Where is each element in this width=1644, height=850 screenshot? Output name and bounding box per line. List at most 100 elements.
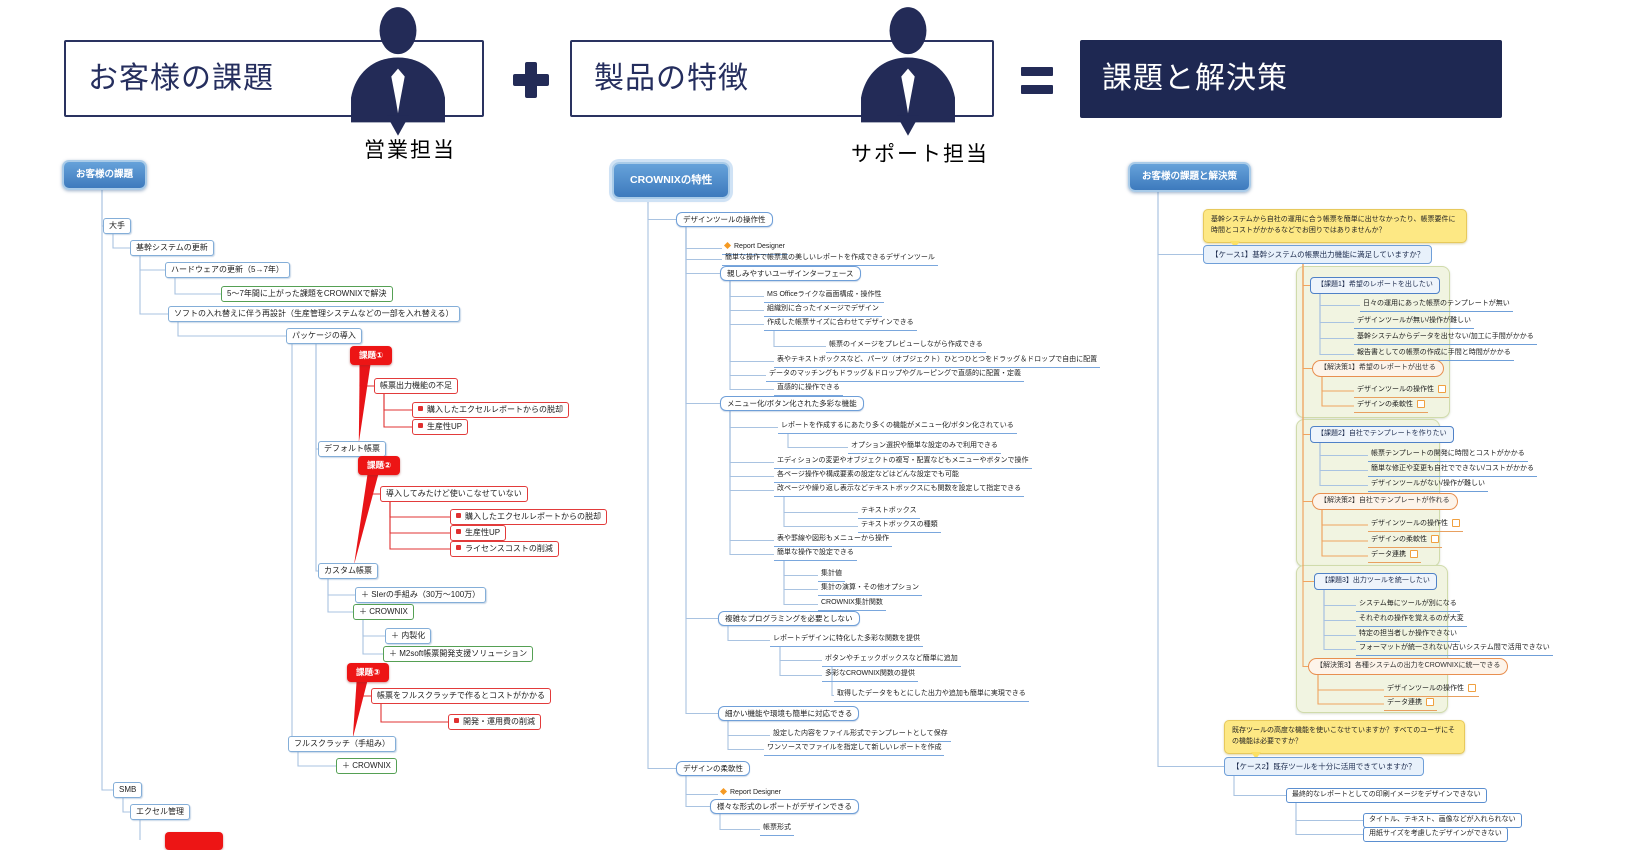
case-question-2[interactable]: 【ケース2】既存ツールを十分に活用できていますか？ (1224, 757, 1424, 777)
mindmap-node[interactable]: 開発・運用費の削減 (448, 714, 541, 730)
mindmap-node[interactable]: 導入してみたけど使いこなせていない (380, 486, 528, 502)
mindmap-node[interactable]: 購入したエクセルレポートからの脱却 (412, 402, 569, 418)
mindmap-node[interactable]: フォーマットが統一されない/古いシステム間で活用できない (1356, 643, 1553, 656)
mindmap-node[interactable]: 親しみやすいユーザインターフェース (720, 266, 861, 282)
note-callout[interactable]: 基幹システムから自社の運用に合う帳票を簡単に出せなかったり、帳票要件に時間とコス… (1203, 209, 1467, 248)
mindmap-node[interactable]: 帳票テンプレートの開発に時間とコストがかかる (1368, 449, 1528, 462)
mindmap-node[interactable]: ＋ CROWNIX (353, 604, 414, 620)
link-icon[interactable] (1426, 698, 1434, 706)
root-node[interactable]: CROWNIXの特性 (612, 162, 731, 200)
mindmap-node[interactable]: フルスクラッチ（手組み） (288, 736, 396, 752)
link-icon[interactable] (1431, 535, 1439, 543)
mindmap-node[interactable]: ＋ M2soft帳票開発支援ソリューション (383, 646, 534, 662)
link-icon[interactable] (1438, 385, 1446, 393)
mindmap-node[interactable]: ワンソースでファイルを指定して新しいレポートを作成 (764, 743, 945, 756)
issue-label-2[interactable]: 課題② (358, 456, 401, 475)
mindmap-node[interactable]: 設定した内容をファイル形式でテンプレートとして保存 (770, 729, 951, 742)
mindmap-node[interactable]: エクセル管理 (130, 804, 190, 820)
mindmap-node[interactable]: ソフトの入れ替えに伴う再設計（生産管理システムなどの一部を入れ替える） (168, 306, 460, 322)
issue-header-3[interactable]: 【課題3】出力ツールを統一したい (1314, 573, 1437, 590)
mindmap-node[interactable]: エディションの変更やオブジェクトの複写・配置などもメニューやボタンで操作 (774, 456, 1032, 469)
mindmap-node[interactable]: 購入したエクセルレポートからの脱却 (450, 509, 607, 525)
mindmap-node[interactable]: デザインの柔軟性 (1354, 399, 1428, 413)
mindmap-node[interactable]: 大手 (103, 218, 131, 234)
mindmap-node[interactable]: 生産性UP (412, 419, 469, 435)
mindmap-node[interactable]: ＋ SIerの手組み（30万～100万） (355, 587, 487, 603)
mindmap-node[interactable]: 各ページ操作や構成要素の設定などはどんな設定でも可能 (774, 470, 962, 483)
solution-header-2[interactable]: 【解決策2】自社でテンプレートが作れる (1312, 493, 1458, 510)
mindmap-node[interactable]: 生産性UP (450, 525, 507, 541)
mindmap-node[interactable]: CROWNIX集計関数 (818, 598, 886, 611)
mindmap-node[interactable]: ハードウェアの更新（5→7年） (165, 262, 290, 278)
mindmap-node[interactable]: 表や罫線や図形もメニューから操作 (774, 534, 892, 547)
mindmap-node[interactable]: 集計の演算・その他オプション (818, 583, 922, 596)
mindmap-node[interactable]: 帳票出力機能の不足 (374, 378, 458, 394)
issue-header-1[interactable]: 【課題1】希望のレポートを出したい (1310, 277, 1440, 294)
mindmap-node[interactable]: レポートを作成するにあたり多くの機能がメニュー化/ボタン化されている (778, 421, 1017, 434)
mindmap-node[interactable]: 帳票のイメージをプレビューしながら作成できる (826, 340, 986, 353)
root-node[interactable]: お客様の課題と解決策 (1128, 162, 1252, 192)
solution-header-1[interactable]: 【解決策1】希望のレポートが出せる (1312, 360, 1444, 377)
issue-label-cropped[interactable] (165, 832, 223, 850)
mindmap-node[interactable]: テキストボックスの種類 (858, 520, 941, 533)
mindmap-node[interactable]: Report Designer (722, 242, 788, 255)
mindmap-node[interactable]: ＋ 内製化 (385, 628, 432, 644)
mindmap-node[interactable]: 作成した帳票サイズに合わせてデザインできる (764, 318, 917, 331)
issue-label-3[interactable]: 課題③ (347, 663, 390, 682)
mindmap-node[interactable]: データ連携 (1368, 549, 1421, 563)
link-icon[interactable] (1410, 550, 1418, 558)
mindmap-node[interactable]: 最終的なレポートとしての印刷イメージをデザインできない (1286, 788, 1487, 803)
mindmap-node[interactable]: 帳票をフルスクラッチで作るとコストがかかる (371, 688, 551, 704)
mindmap-node[interactable]: 基幹システムからデータを出せない/加工に手間がかかる (1354, 332, 1537, 345)
mindmap-node[interactable]: 帳票形式 (760, 823, 794, 836)
mindmap-node[interactable]: MS Officeライクな画面構成・操作性 (764, 290, 885, 303)
mindmap-node[interactable]: 簡単な操作で帳票風の美しいレポートを作成できるデザインツール (722, 253, 938, 266)
mindmap-node[interactable]: デザインツールの操作性 (1384, 683, 1479, 697)
mindmap-node[interactable]: 組織別に合ったイメージでデザイン (764, 304, 882, 317)
mindmap-node[interactable]: 取得したデータをもとにした出力や追加も簡単に実現できる (834, 689, 1029, 702)
mindmap-node[interactable]: 多彩なCROWNIX関数の提供 (822, 669, 918, 682)
root-node[interactable]: お客様の課題 (62, 160, 148, 190)
mindmap-node[interactable]: 基幹システムの更新 (130, 240, 214, 256)
mindmap-node[interactable]: デザインツールの操作性 (676, 212, 773, 228)
mindmap-node[interactable]: 様々な形式のレポートがデザインできる (710, 799, 859, 815)
mindmap-node[interactable]: 複雑なプログラミングを必要としない (718, 611, 860, 627)
mindmap-node[interactable]: テキストボックス (858, 506, 920, 519)
mindmap-node[interactable]: それぞれの操作を覚えるのが大変 (1356, 614, 1467, 627)
mindmap-node[interactable]: 表やテキストボックスなど、パーツ（オブジェクト）ひとつひとつをドラッグ＆ドロップ… (774, 355, 1101, 368)
note-callout[interactable]: 既存ツールの高度な機能を使いこなせていますか？すべてのユーザにその機能は必要です… (1224, 720, 1465, 759)
mindmap-node[interactable]: 簡単な操作で設定できる (774, 548, 857, 561)
mindmap-node[interactable]: 5～7年間に上がった課題をCROWNIXで解決 (221, 286, 393, 302)
mindmap-node[interactable]: オプション選択や簡単な設定のみで利用できる (848, 441, 1001, 454)
link-icon[interactable] (1452, 519, 1460, 527)
mindmap-node[interactable]: 特定の担当者しか操作できない (1356, 629, 1460, 642)
mindmap-node[interactable]: 直感的に操作できる (774, 383, 843, 396)
mindmap-node[interactable]: データのマッチングもドラッグ＆ドロップやグルーピングで直感的に配置・定義 (766, 369, 1024, 382)
mindmap-node[interactable]: ＋ CROWNIX (336, 758, 397, 774)
mindmap-node[interactable]: ライセンスコストの削減 (450, 541, 559, 557)
mindmap-node[interactable]: 改ページや繰り返し表示などテキストボックスにも関数を設定して指定できる (774, 484, 1025, 497)
mindmap-node[interactable]: パッケージの導入 (286, 328, 362, 344)
mindmap-node[interactable]: デザインの柔軟性 (676, 761, 750, 777)
mindmap-node[interactable]: デザインツールの操作性 (1354, 384, 1449, 398)
mindmap-node[interactable]: カスタム帳票 (318, 563, 378, 579)
mindmap-node[interactable]: デフォルト帳票 (318, 441, 386, 457)
mindmap-node[interactable]: 報告書としての帳票の作成に手間と時間がかかる (1354, 348, 1514, 361)
link-icon[interactable] (1468, 684, 1476, 692)
solution-header-3[interactable]: 【解決策3】各種システムの出力をCROWNIXに統一できる (1308, 658, 1509, 675)
mindmap-node[interactable]: システム毎にツールが別になる (1356, 599, 1460, 612)
mindmap-node[interactable]: ボタンやチェックボックスなど簡単に追加 (822, 654, 961, 667)
mindmap-node[interactable]: デザインの柔軟性 (1368, 534, 1442, 548)
link-icon[interactable] (1417, 400, 1425, 408)
mindmap-node[interactable]: デザインツールがない/操作が難しい (1368, 479, 1488, 492)
mindmap-node[interactable]: SMB (113, 782, 143, 798)
mindmap-node[interactable]: デザインツールの操作性 (1368, 518, 1463, 532)
mindmap-node[interactable]: デザインツールが無い/操作が難しい (1354, 316, 1474, 329)
mindmap-node[interactable]: 簡単な修正や変更も自社でできない/コストがかかる (1368, 464, 1537, 477)
mindmap-node[interactable]: レポートデザインに特化した多彩な関数を提供 (770, 634, 923, 647)
mindmap-node[interactable]: タイトル、テキスト、画像などが入れられない (1363, 813, 1522, 828)
issue-header-2[interactable]: 【課題2】自社でテンプレートを作りたい (1310, 426, 1454, 443)
mindmap-node[interactable]: 日々の運用にあった帳票のテンプレートが無い (1360, 299, 1513, 312)
mindmap-node[interactable]: 細かい機能や環境も簡単に対応できる (718, 706, 860, 722)
issue-label-1[interactable]: 課題① (350, 346, 393, 365)
